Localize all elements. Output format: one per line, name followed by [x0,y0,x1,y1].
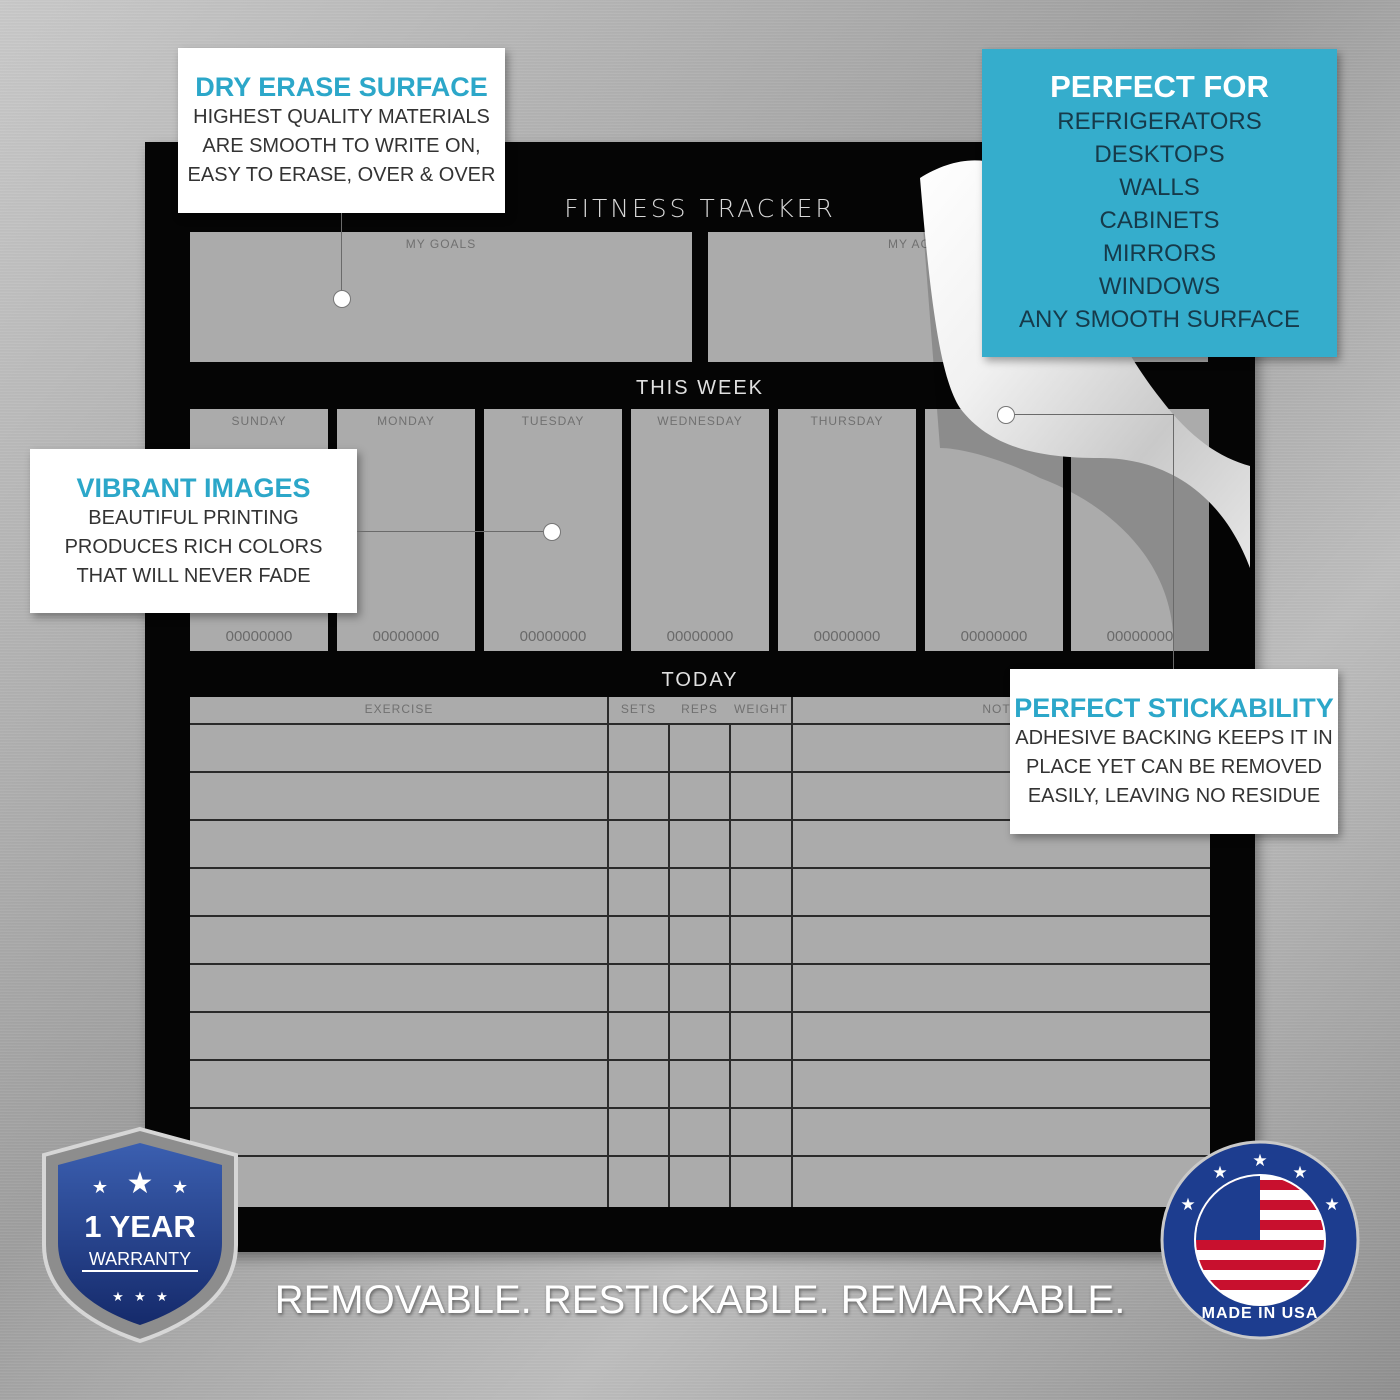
svg-text:★: ★ [134,1290,146,1305]
dry-erase-callout: DRY ERASE SURFACE HIGHEST QUALITY MATERI… [178,48,505,213]
row-divider [190,963,1210,965]
vibrant-images-pointer-dot [543,523,561,541]
water-drops: 00000000 [372,628,440,645]
board-title: FITNESS TRACKER [564,194,836,223]
my-goals-label: MY GOALS [405,237,477,251]
this-week-title: THIS WEEK [635,377,764,399]
svg-text:★: ★ [112,1290,124,1305]
svg-text:★: ★ [156,1290,168,1305]
row-divider [190,1059,1210,1061]
svg-text:★: ★ [1324,1195,1339,1215]
stickability-line-2: PLACE YET CAN BE REMOVED [1025,756,1322,778]
day-label: TUESDAY [521,414,585,428]
perfect-for-item: REFRIGERATORS [1057,108,1262,135]
perfect-for-box: PERFECT FOR REFRIGERATORS DESKTOPS WALLS… [982,49,1337,357]
dry-erase-line-1: HIGHEST QUALITY MATERIALS [193,106,490,128]
dry-erase-line-2: ARE SMOOTH TO WRITE ON, [202,135,481,157]
water-drops: 00000000 [519,628,587,645]
tagline: REMOVABLE. RESTICKABLE. REMARKABLE. [274,1278,1126,1322]
warranty-label-text: WARRANTY [88,1249,192,1269]
vibrant-images-line-2: PRODUCES RICH COLORS [64,536,323,558]
stickability-connector-v [1173,414,1174,669]
perfect-for-item: WALLS [1119,174,1200,201]
row-divider [190,1155,1210,1157]
day-label: THURSDAY [810,414,884,428]
dry-erase-pointer-dot [333,290,351,308]
day-label: SUNDAY [231,414,287,428]
row-divider [190,819,1210,821]
day-column-wednesday: WEDNESDAY 00000000 [631,409,769,651]
column-header-notes: NOTE [982,702,1020,716]
warranty-year-text: 1 YEAR [84,1209,196,1244]
column-header-weight: WEIGHT [734,702,788,716]
column-divider [791,697,793,1207]
svg-text:★: ★ [1212,1163,1227,1183]
dry-erase-connector [341,213,342,293]
row-divider [190,771,1210,773]
second-panel-label: MY AC [888,237,931,251]
water-drops: 00000000 [1106,628,1174,645]
vibrant-images-line-3: THAT WILL NEVER FADE [76,565,311,587]
made-in-usa-badge: ★ ★ ★ ★ ★ MADE IN USA [1160,1140,1360,1340]
column-divider [668,723,670,1207]
svg-text:★: ★ [1180,1195,1195,1215]
water-drops: 00000000 [960,628,1028,645]
perfect-for-item: ANY SMOOTH SURFACE [1019,306,1300,333]
row-divider [190,723,1210,725]
stickability-callout: PERFECT STICKABILITY ADHESIVE BACKING KE… [1010,669,1338,834]
perfect-for-item: DESKTOPS [1094,141,1225,168]
perfect-for-title: PERFECT FOR [1050,69,1269,104]
made-in-usa-text: MADE IN USA [1201,1305,1319,1322]
row-divider [190,867,1210,869]
vibrant-images-line-1: BEAUTIFUL PRINTING [88,507,299,529]
stickability-line-1: ADHESIVE BACKING KEEPS IT IN [1015,727,1333,749]
svg-text:★: ★ [92,1177,108,1198]
stickability-connector-h [1014,414,1174,415]
svg-text:★: ★ [1292,1163,1307,1183]
my-goals-panel: MY GOALS [190,232,692,362]
row-divider [190,1107,1210,1109]
day-column-thursday: THURSDAY 00000000 [778,409,916,651]
dry-erase-line-3: EASY TO ERASE, OVER & OVER [187,164,496,186]
stickability-title: PERFECT STICKABILITY [1014,693,1334,723]
perfect-for-item: CABINETS [1099,207,1220,234]
perfect-for-item: MIRRORS [1102,240,1217,267]
day-label: MONDAY [377,414,435,428]
column-header-sets: SETS [620,702,657,716]
column-divider [729,723,731,1207]
dry-erase-title: DRY ERASE SURFACE [195,72,488,102]
american-flag-icon: ★ ★ ★ ★ ★ [1160,1140,1360,1340]
svg-text:★: ★ [172,1177,188,1198]
water-drops: 00000000 [225,628,293,645]
svg-text:★: ★ [1252,1151,1267,1171]
shield-icon: ★ ★ ★ ★ ★ ★ [42,1126,238,1344]
svg-text:★: ★ [127,1166,154,1201]
column-header-reps: REPS [681,702,718,716]
day-label: WEDNESDAY [657,414,743,428]
row-divider [190,1011,1210,1013]
stickability-pointer-dot [997,406,1015,424]
column-header-exercise: EXERCISE [364,702,434,716]
stickability-line-3: EASILY, LEAVING NO RESIDUE [1027,785,1321,807]
row-divider [190,915,1210,917]
vibrant-images-callout: VIBRANT IMAGES BEAUTIFUL PRINTING PRODUC… [30,449,357,613]
water-drops: 00000000 [666,628,734,645]
water-drops: 00000000 [813,628,881,645]
warranty-badge: ★ ★ ★ ★ ★ ★ 1 YEAR WARRANTY [38,1125,242,1345]
day-column-monday: MONDAY 00000000 [337,409,475,651]
column-divider [607,697,609,1207]
perfect-for-item: WINDOWS [1098,273,1221,300]
vibrant-images-title: VIBRANT IMAGES [76,473,311,503]
vibrant-images-connector [357,531,543,532]
today-title: TODAY [661,669,739,691]
